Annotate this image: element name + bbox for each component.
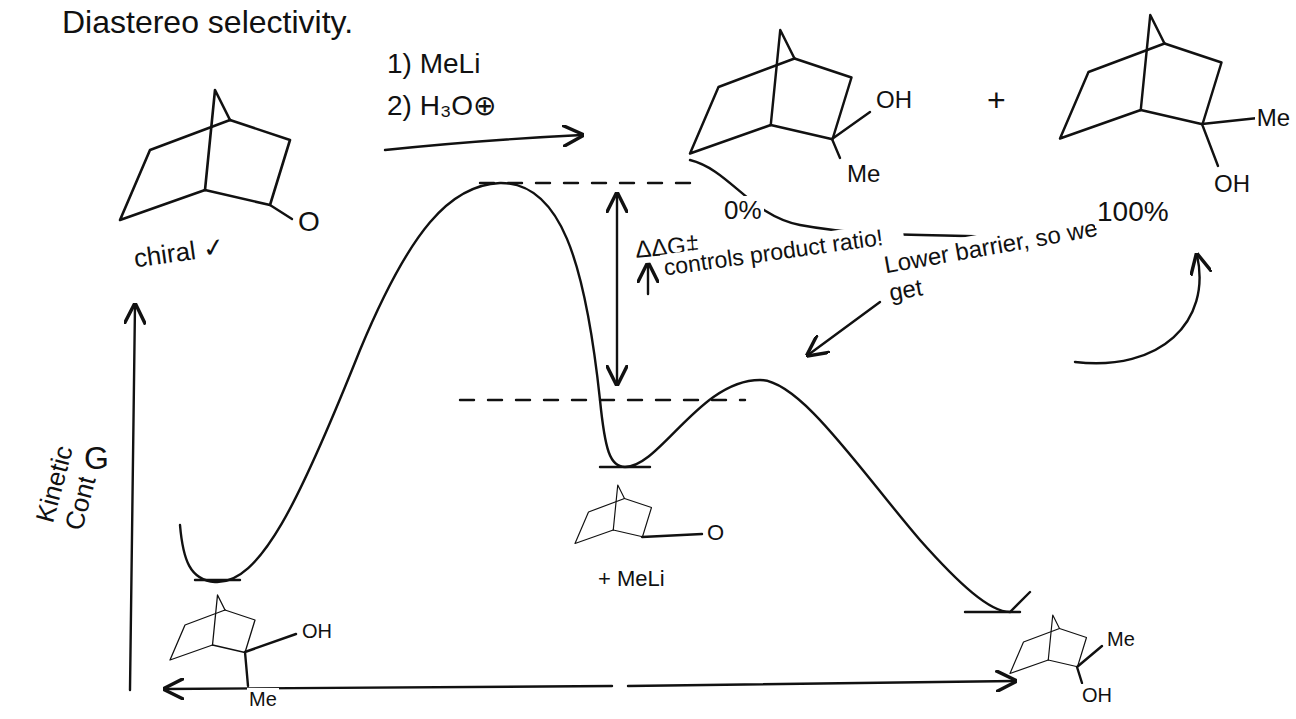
percent-label: 100% [1095, 196, 1171, 228]
product-structure [1010, 615, 1087, 674]
atom-label: O [296, 206, 322, 238]
pointer-arrow [647, 264, 649, 294]
atom-label: Me [1255, 104, 1292, 132]
dashed-levels [460, 183, 745, 400]
substituent-bonds [832, 112, 870, 158]
reagent-text: + MeLi [596, 566, 667, 591]
plus-sign: + [985, 82, 1008, 119]
note-text: chiral ✓ [130, 232, 229, 275]
energy-axis [130, 305, 135, 690]
atom-label: O [705, 520, 726, 545]
substituent-bonds [1202, 118, 1258, 166]
atom-label: OH [1080, 684, 1114, 707]
carbonyl-bond [642, 534, 702, 537]
product-structure [1060, 15, 1222, 139]
reaction-arrow [385, 135, 582, 150]
axis-label: G [82, 440, 111, 477]
diagram-title: Diastereo selectivity. [60, 4, 355, 41]
reagent-text: 2) H₃O⊕ [385, 90, 498, 122]
product-structure [170, 595, 255, 660]
atom-label: OH [1212, 170, 1252, 198]
pointer-arrow [808, 302, 880, 355]
ddg-arrow [616, 194, 618, 384]
percent-label: 0% [722, 196, 764, 226]
note-text: Lower barrier, so we get [880, 211, 1120, 306]
carbonyl-bond [270, 205, 292, 219]
ketone-structure [575, 485, 652, 544]
ketone-structure [120, 90, 290, 220]
product-structure [690, 30, 852, 154]
curved-arrow [1075, 255, 1200, 363]
atom-label: OH [874, 86, 914, 114]
bottom-arrow [165, 686, 612, 689]
atom-label: Me [247, 688, 279, 711]
substituent-bonds [245, 634, 296, 686]
atom-label: Me [1105, 628, 1137, 651]
atom-label: Me [845, 160, 882, 188]
minimum-ticks [195, 467, 1020, 612]
atom-label: OH [300, 620, 334, 643]
reagent-text: 1) MeLi [385, 48, 482, 80]
substituent-bonds [1077, 646, 1102, 683]
bottom-arrow [628, 681, 1015, 686]
